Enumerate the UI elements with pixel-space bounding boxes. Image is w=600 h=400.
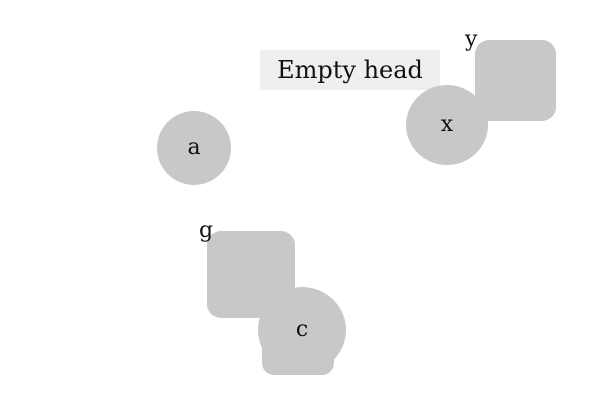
node-a-circle: a (157, 111, 231, 185)
node-y-square (475, 40, 556, 121)
node-c-label: c (295, 317, 309, 342)
empty-head-box: Empty head (260, 50, 440, 90)
node-g-label: g (199, 218, 214, 243)
node-c-circle: c (258, 287, 346, 373)
node-x-label: x (440, 112, 454, 137)
node-y-label: y (465, 27, 478, 52)
empty-head-label: Empty head (277, 56, 423, 84)
node-a-label: a (187, 135, 201, 160)
node-x-circle: x (406, 85, 488, 165)
